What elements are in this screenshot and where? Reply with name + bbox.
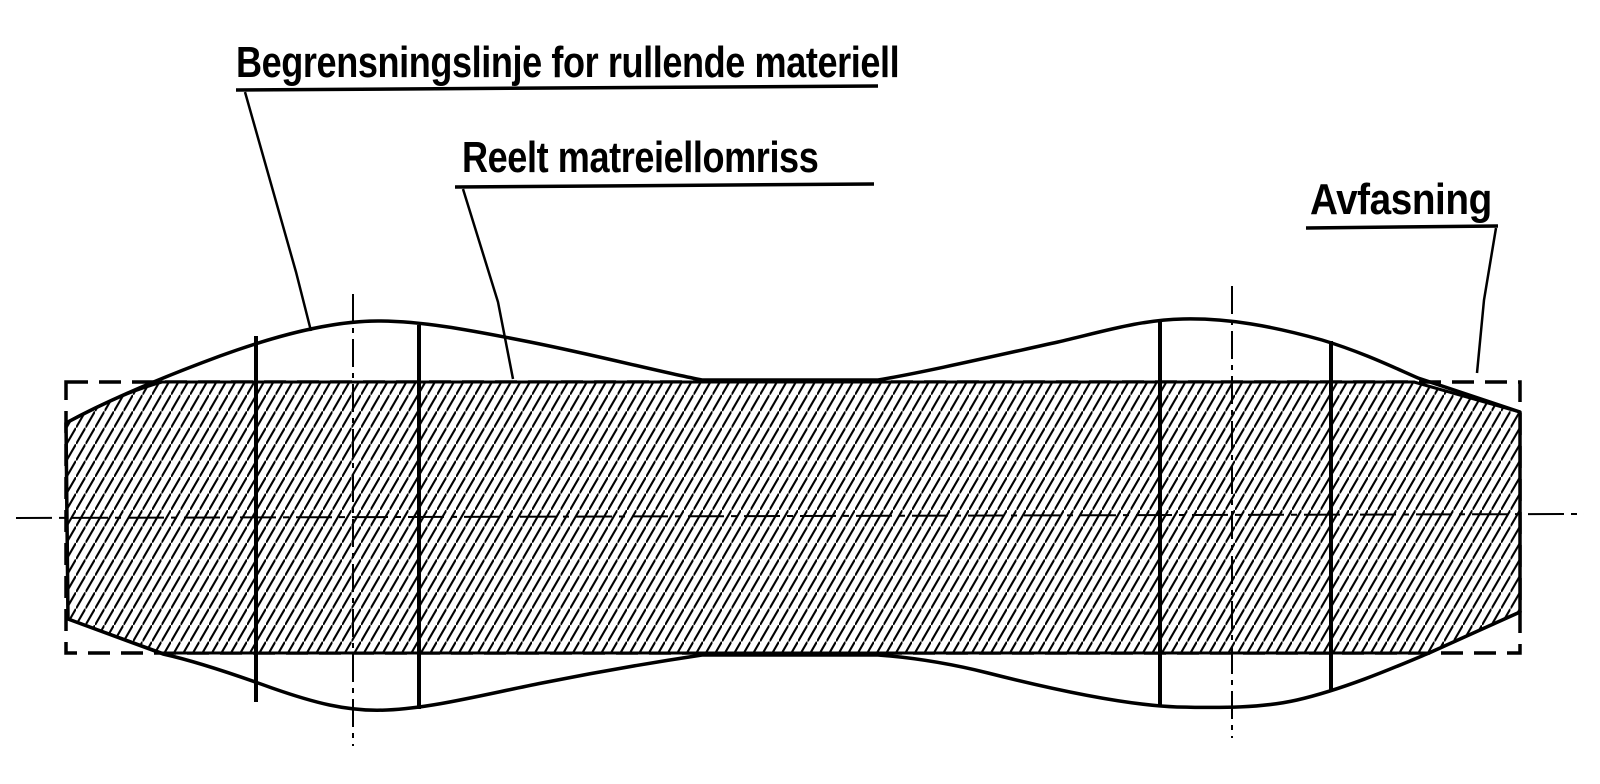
horizontal-centerline xyxy=(15,513,1585,519)
label-limit-line: Begrensningslinje for rullende materiell xyxy=(236,38,900,87)
label-underline-material-outline xyxy=(454,182,875,189)
leader-line-material-outline xyxy=(461,188,515,380)
label-underline-limit-line xyxy=(235,84,879,92)
label-underline-chamfer xyxy=(1305,224,1499,230)
label-material-outline: Reelt matreiellomriss xyxy=(462,133,819,182)
leader-line-limit-line xyxy=(243,91,313,332)
label-chamfer: Avfasning xyxy=(1310,175,1492,224)
leader-line-chamfer xyxy=(1475,227,1498,374)
material-outline-curve xyxy=(64,317,1522,713)
